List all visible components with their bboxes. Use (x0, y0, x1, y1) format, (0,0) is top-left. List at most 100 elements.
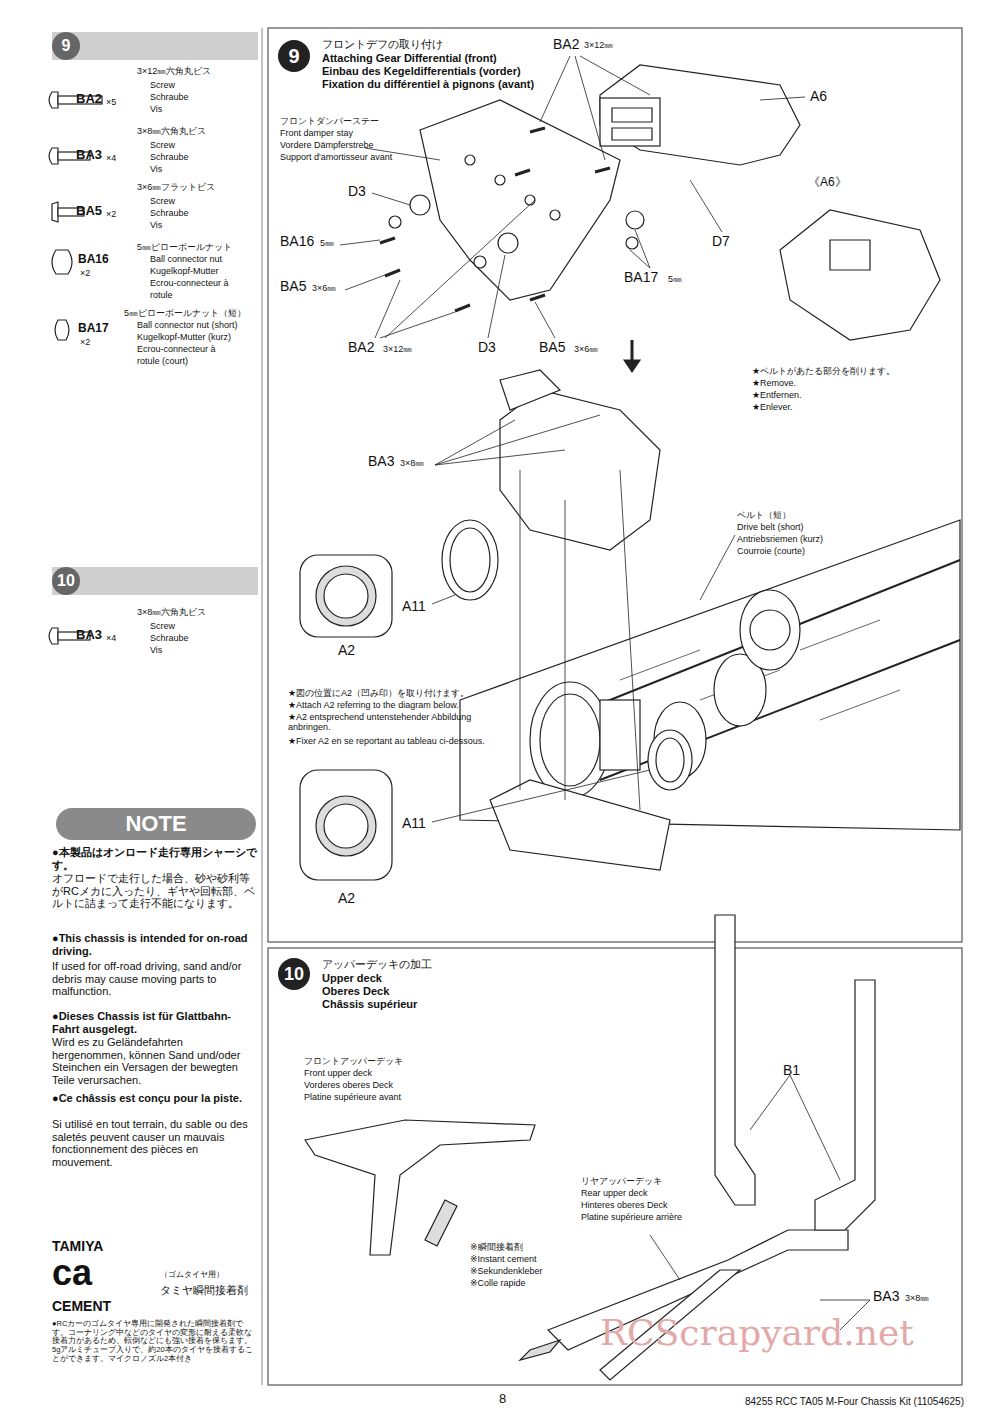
label-text: 3×6㎜フラットビス (137, 182, 215, 192)
label-text: BA5 (76, 204, 102, 219)
label-text: BA3 (76, 148, 102, 163)
label-text: ●本製品はオンロード走行専用シャーシです。 (52, 846, 257, 871)
node-text: NOTE (125, 811, 186, 837)
label-text: 《A6》 (808, 176, 847, 190)
label-text: フロントアッパーデッキ (304, 1056, 403, 1066)
label-text: A2 (338, 890, 355, 906)
label-text: Schraube (150, 92, 189, 102)
label-text: 3×6㎜ (574, 344, 598, 354)
label-text: フロントダンパーステー (280, 116, 379, 126)
label-text: Attaching Gear Differential (front) (322, 52, 497, 65)
label-text: ★Entfernen. (752, 390, 802, 400)
label-text: Wird es zu Geländefahrten hergenommen, k… (52, 1036, 257, 1087)
label-text: Ecrou-connecteur à (150, 278, 229, 288)
label-text: Vorderes oberes Deck (304, 1080, 393, 1090)
label-text: Einbau des Kegeldifferentials (vorder) (322, 65, 521, 78)
label-text: Drive belt (short) (737, 522, 804, 532)
label-text: ベルト（短） (737, 510, 791, 520)
label-text: rotule (150, 290, 173, 300)
label-text: Vis (150, 164, 162, 174)
label-text: Upper deck (322, 972, 382, 985)
label-text: Front upper deck (304, 1068, 372, 1078)
label-text: 3×6㎜ (312, 283, 336, 293)
label-text: BA17 (78, 322, 109, 336)
label-text: オフロードで走行した場合、砂や砂利等がRCメカに入ったり、ギヤや回転部、ベルトに… (52, 872, 257, 910)
label-text: 3×12㎜ (383, 344, 412, 354)
label-text: BA2 (76, 92, 102, 107)
label-text: CEMENT (52, 1298, 111, 1314)
label-text: ×4 (106, 633, 116, 643)
label-text: Kugelkopf-Mutter (kurz) (137, 332, 231, 342)
label-text: A6 (810, 88, 827, 104)
label-text: ★Attach A2 referring to the diagram belo… (288, 700, 459, 710)
label-text: ★Fixer A2 en se reportant au tableau ci-… (288, 736, 503, 746)
label-text: ●This chassis is intended for on-road dr… (52, 932, 257, 957)
step-number: 9 (52, 32, 80, 60)
label-text: Platine supérieure arrière (581, 1212, 682, 1222)
label-text: ●Dieses Chassis ist für Glattbahn-Fahrt … (52, 1010, 257, 1035)
label-text: ●Ce châssis est conçu pour la piste. (52, 1092, 257, 1105)
label-text: 84255 RCC TA05 M-Four Chassis Kit (11054… (745, 1396, 964, 1408)
label-text: Screw (150, 80, 175, 90)
label-text: D3 (478, 339, 496, 355)
node-text: 10 (57, 572, 75, 590)
label-text: ★A2 entsprechend untenstehender Abbildun… (288, 712, 503, 733)
label-text: フロントデフの取り付け (322, 38, 443, 51)
label-text: Si utilisé en tout terrain, du sable ou … (52, 1118, 257, 1169)
label-text: Courroie (courte) (737, 546, 805, 556)
node-text: 10 (284, 964, 304, 985)
label-text: アッパーデッキの加工 (322, 958, 432, 971)
label-text: BA3 (873, 1288, 899, 1304)
label-text: RCScrapyard.net (600, 1312, 914, 1353)
label-text: ×5 (106, 97, 116, 107)
label-text: Châssis supérieur (322, 998, 417, 1011)
label-text: Vis (150, 104, 162, 114)
step-number: 10 (52, 567, 80, 595)
label-text: BA16 (78, 253, 109, 267)
label-text: ×2 (80, 337, 90, 347)
label-text: BA5 (539, 339, 565, 355)
label-text: 3×8㎜ (905, 1293, 929, 1303)
label-text: 5㎜ (668, 274, 682, 284)
label-text: BA3 (368, 453, 394, 469)
label-text: BA17 (624, 269, 658, 285)
label-text: BA16 (280, 233, 314, 249)
node-text: 9 (62, 37, 71, 55)
label-text: Support d'amortisseur avant (280, 152, 392, 162)
label-text: Ecrou-connecteur à (137, 344, 216, 354)
label-text: 5㎜ピローボールナット (137, 242, 232, 252)
label-text: Vis (150, 645, 162, 655)
step-number: 9 (278, 40, 310, 72)
label-text: 3×8㎜六角丸ビス (137, 126, 206, 136)
label-text: ×2 (106, 209, 116, 219)
label-text: ★Remove. (752, 378, 796, 388)
label-text: BA5 (280, 278, 306, 294)
label-text: ★Enlever. (752, 402, 793, 412)
label-text: B1 (783, 1062, 800, 1078)
label-text: D7 (712, 233, 730, 249)
label-text: リヤアッパーデッキ (581, 1176, 662, 1186)
label-text: BA2 (553, 36, 579, 52)
label-text: 8 (499, 1392, 506, 1407)
label-text: Screw (150, 140, 175, 150)
label-text: rotule (court) (137, 356, 188, 366)
label-text: Rear upper deck (581, 1188, 648, 1198)
label-text: BA3 (76, 628, 102, 643)
label-text: 5㎜ピローボールナット（短） (124, 308, 246, 318)
label-text: Ball connector nut (150, 254, 222, 264)
label-text: ※Sekundenkleber (470, 1266, 543, 1276)
label-text: ×4 (106, 153, 116, 163)
label-text: Vis (150, 220, 162, 230)
label-text: Schraube (150, 152, 189, 162)
label-text: Ball connector nut (short) (137, 320, 238, 330)
label-text: A11 (402, 815, 426, 831)
label-text: 5㎜ (320, 238, 334, 248)
label-text: 3×8㎜六角丸ビス (137, 607, 206, 617)
label-text: ★ベルトがあたる部分を削ります。 (752, 366, 895, 376)
label-text: ★図の位置にA2（凹み印）を取り付けます。 (288, 688, 469, 698)
label-text: ※瞬間接着剤 (470, 1242, 523, 1252)
label-text: Screw (150, 621, 175, 631)
label-text: 3×8㎜ (400, 458, 424, 468)
label-text: タミヤ瞬間接着剤 (160, 1284, 248, 1297)
